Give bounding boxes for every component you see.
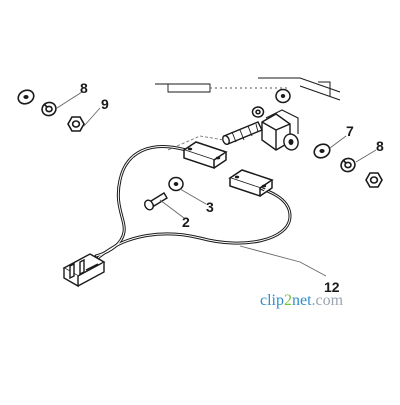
mounting-frame <box>155 77 341 101</box>
callout-8-right: 8 <box>376 138 384 154</box>
flat-washer-left <box>17 89 35 105</box>
nut-left <box>67 116 85 132</box>
watermark-brand-prefix: clip <box>260 292 284 309</box>
washer-stack-right <box>313 143 383 188</box>
watermark-brand-suffix: net <box>292 292 312 309</box>
leaders-left <box>56 91 101 127</box>
watermark-brand-digit: 2 <box>284 292 292 309</box>
reed-switch-upper <box>182 141 228 170</box>
callout-8-left: 8 <box>80 80 88 96</box>
lock-washer-right <box>340 157 356 173</box>
flat-washer-right <box>313 143 331 159</box>
watermark-text: clip2net.com <box>260 292 344 309</box>
frame-washer-b <box>251 106 265 118</box>
callout-3: 3 <box>206 199 214 215</box>
cable-harness-inner <box>95 146 291 259</box>
callout-12: 12 <box>324 279 340 295</box>
watermark-domain: .com <box>312 292 344 309</box>
connector-plug <box>62 253 106 288</box>
nut-right <box>365 172 383 188</box>
screw <box>144 192 168 211</box>
proximity-sensor <box>222 109 299 151</box>
lock-washer-left <box>41 101 57 117</box>
clip2net-watermark: clip2net.com <box>260 292 344 309</box>
frame-washer-a <box>275 88 291 104</box>
reed-switch-lower <box>228 169 274 198</box>
callout-7: 7 <box>346 123 354 139</box>
leaders-lower <box>159 188 327 277</box>
callout-9: 9 <box>101 96 109 112</box>
washer-item-3 <box>168 176 184 192</box>
leaders-right <box>329 135 377 163</box>
callout-2: 2 <box>182 214 190 230</box>
washer-stack-left <box>17 89 85 132</box>
sensor-leader <box>167 135 225 151</box>
